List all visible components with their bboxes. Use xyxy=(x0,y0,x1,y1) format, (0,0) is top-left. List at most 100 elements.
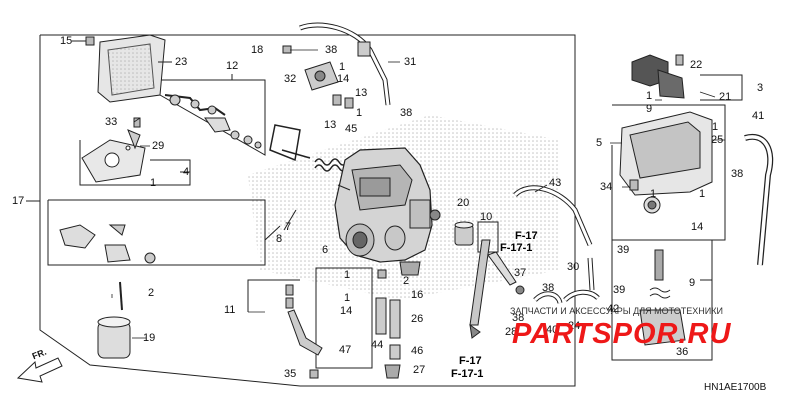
leader-lines xyxy=(111,49,725,339)
group-6-jets xyxy=(375,269,401,379)
label-5: 5 xyxy=(596,137,603,149)
label-4: 4 xyxy=(183,166,190,178)
label-7: 7 xyxy=(285,221,292,233)
label-22: 22 xyxy=(690,59,703,71)
label-39a: 39 xyxy=(617,244,630,256)
label-21: 21 xyxy=(719,91,732,103)
part-10-lever xyxy=(469,239,525,339)
label-18: 18 xyxy=(251,44,264,56)
label-41: 41 xyxy=(752,110,765,122)
label-13b: 13 xyxy=(324,119,337,131)
part-34-bolt xyxy=(629,179,639,191)
part-24-hose xyxy=(563,289,600,302)
label-8: 8 xyxy=(276,233,283,245)
label-17: 17 xyxy=(12,195,25,207)
direction-arrow-icon xyxy=(16,357,63,383)
label-3: 3 xyxy=(757,82,764,94)
label-13a: 13 xyxy=(355,87,368,99)
label-31: 31 xyxy=(404,56,417,68)
label-40: 40 xyxy=(546,324,559,336)
label-38a: 38 xyxy=(325,44,338,56)
label-43: 43 xyxy=(549,177,562,189)
part-20-cap xyxy=(454,221,474,246)
part-19-sleeve xyxy=(97,316,131,359)
watermark-logo: PARTSPOR.RU xyxy=(512,318,732,350)
label-11: 11 xyxy=(224,304,236,316)
label-27: 27 xyxy=(413,364,426,376)
label-1a: 1 xyxy=(339,61,346,73)
part-4-diaphragm xyxy=(81,139,146,183)
ref-f171-bottom: F-17-1 xyxy=(451,368,484,380)
label-20: 20 xyxy=(457,197,470,209)
spring xyxy=(314,158,348,172)
group-7-box xyxy=(47,199,266,266)
label-34: 34 xyxy=(600,181,613,193)
part-3-float xyxy=(631,54,685,99)
label-1i: 1 xyxy=(699,188,706,200)
label-28: 28 xyxy=(505,326,518,338)
diagram-code: HN1AE1700B xyxy=(704,382,767,393)
label-47: 47 xyxy=(339,344,352,356)
ref-f17-top: F-17 xyxy=(515,230,538,242)
label-23: 23 xyxy=(175,56,188,68)
ref-f17-bottom: F-17 xyxy=(459,355,482,367)
label-14b: 14 xyxy=(340,305,353,317)
part-25-float-bowl xyxy=(619,111,713,214)
label-29: 29 xyxy=(152,140,165,152)
label-33: 33 xyxy=(105,116,118,128)
part-9-pump xyxy=(639,249,686,346)
label-39b: 39 xyxy=(613,284,626,296)
label-1h: 1 xyxy=(650,188,657,200)
label-26: 26 xyxy=(411,313,424,325)
label-1f: 1 xyxy=(646,90,653,102)
label-9b: 9 xyxy=(689,277,696,289)
label-36: 36 xyxy=(676,346,689,358)
label-38d: 38 xyxy=(542,282,555,294)
label-15: 15 xyxy=(60,35,73,47)
label-46: 46 xyxy=(411,345,424,357)
group-6-box xyxy=(315,267,373,369)
label-9a: 9 xyxy=(646,103,653,115)
part-23-cover xyxy=(97,34,172,103)
label-1c: 1 xyxy=(150,177,157,189)
group-5-box xyxy=(611,104,726,241)
part-15-bolt xyxy=(72,36,95,46)
label-38c: 38 xyxy=(512,312,525,324)
group-9-box xyxy=(611,239,713,361)
label-1e: 1 xyxy=(344,292,351,304)
outer-frame-left xyxy=(39,35,355,387)
label-32: 32 xyxy=(284,73,297,85)
part-43-hose xyxy=(513,185,593,246)
part-32-valve xyxy=(282,45,339,91)
part-8-bracket xyxy=(269,124,311,231)
part-41-hose xyxy=(744,133,774,266)
label-24: 24 xyxy=(568,320,581,332)
label-44: 44 xyxy=(371,339,384,351)
watermark-subtitle: ЗАПЧАСТИ И АКСЕССУАРЫ ДЛЯ МОТОТЕХНИКИ xyxy=(510,306,723,316)
label-30: 30 xyxy=(567,261,580,273)
label-45: 45 xyxy=(345,123,358,135)
part-11-jet xyxy=(285,284,323,356)
part-29-screw xyxy=(127,117,141,150)
part-12-linkage xyxy=(164,94,262,149)
carburetor-body xyxy=(334,147,441,276)
label-16: 16 xyxy=(411,289,424,301)
label-6: 6 xyxy=(322,244,329,256)
label-25: 25 xyxy=(711,134,724,146)
label-35: 35 xyxy=(284,368,297,380)
part-40-hose xyxy=(533,291,563,304)
group-11-box xyxy=(247,279,300,312)
label-2b: 2 xyxy=(403,275,410,287)
label-38b: 38 xyxy=(400,107,413,119)
label-14c: 14 xyxy=(691,221,704,233)
label-10: 10 xyxy=(480,211,493,223)
part-13-fitting xyxy=(332,94,354,109)
label-14a: 14 xyxy=(337,73,350,85)
group-7-parts xyxy=(59,224,156,264)
part-35-bolt xyxy=(309,369,319,379)
label-1d: 1 xyxy=(344,269,351,281)
group-4-box xyxy=(79,140,191,186)
group-3-box xyxy=(700,74,743,101)
